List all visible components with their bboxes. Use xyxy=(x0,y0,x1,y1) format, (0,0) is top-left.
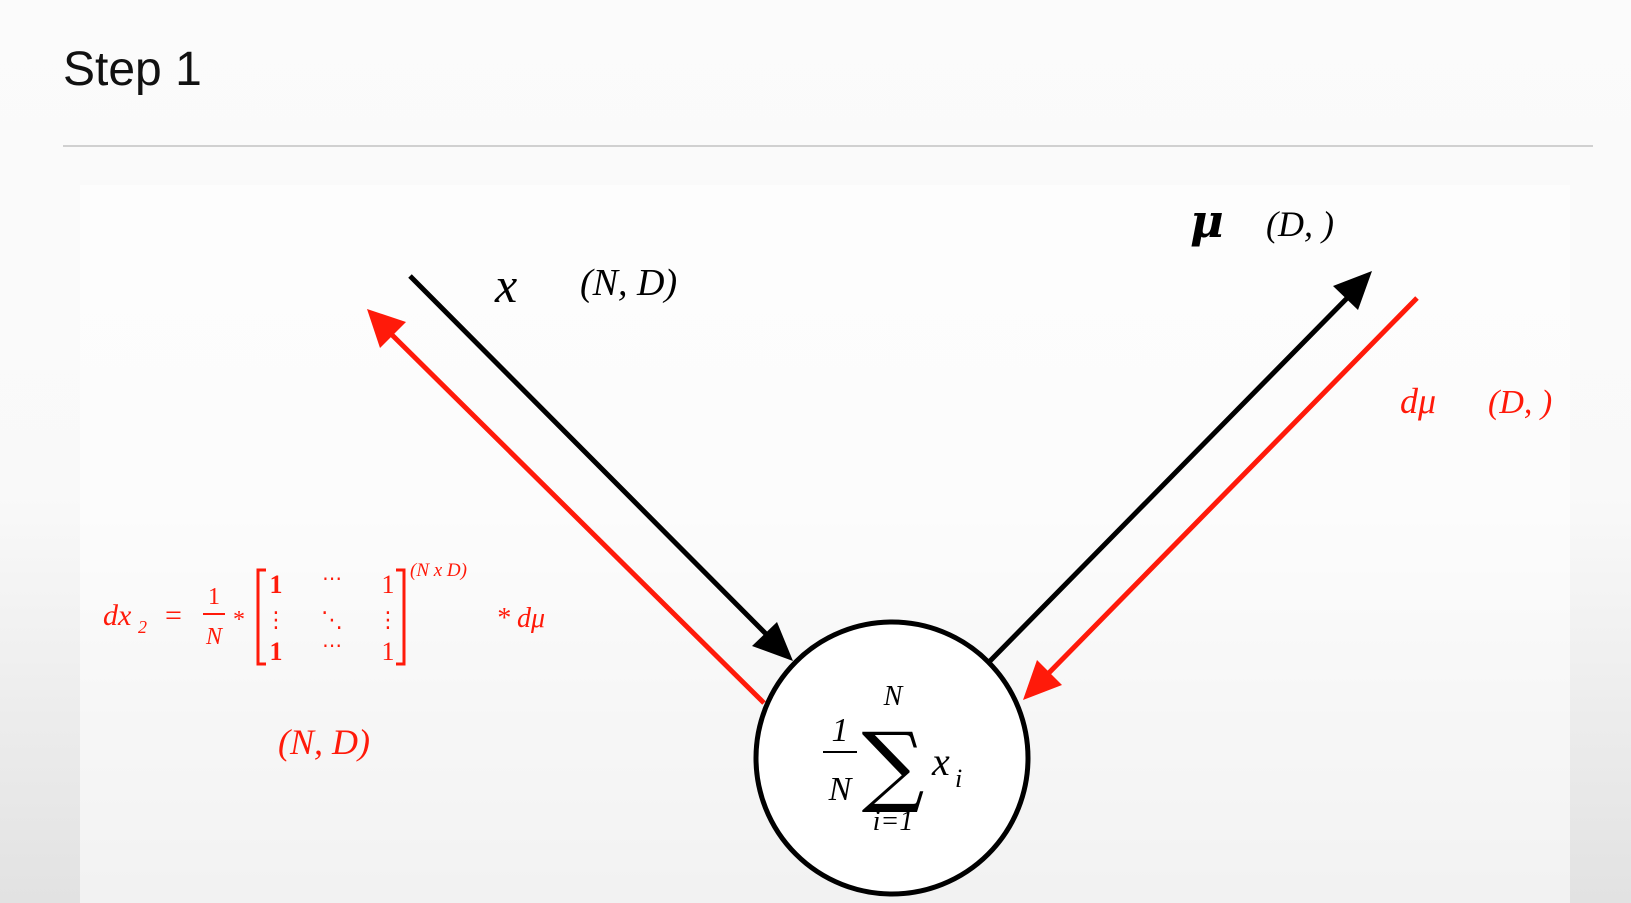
matrix-cell: ⋯ xyxy=(322,566,342,590)
node-term-base: x xyxy=(931,739,950,784)
grad-rhs: * dμ xyxy=(496,603,545,634)
matrix-cell: ⋮ xyxy=(265,608,287,633)
matrix-left-bracket xyxy=(256,568,266,666)
matrix-cell: 1 xyxy=(382,570,395,599)
grad-equals: = xyxy=(165,599,182,632)
backward-input-arrow xyxy=(367,309,766,705)
matrix-right-bracket xyxy=(396,568,406,666)
title-divider xyxy=(63,145,1593,147)
node-sum-symbol: ∑ xyxy=(862,713,925,816)
node-term-sub: i xyxy=(955,764,962,793)
grad-input-shape: (N, D) xyxy=(278,722,370,762)
input-shape: (N, D) xyxy=(580,262,677,304)
grad-times: * xyxy=(233,607,245,633)
slide-title: Step 1 xyxy=(63,43,202,96)
grad-input-formula: dx 2 = 1 N * 1 ⋯ 1 ⋮ ⋱ ⋮ 1 ⋯ 1 (N x D) *… xyxy=(103,560,545,762)
matrix-cell: ⋯ xyxy=(322,633,342,657)
matrix-exponent: (N x D) xyxy=(410,560,467,581)
grad-frac-numerator: 1 xyxy=(208,584,220,610)
node-sum-lower: i=1 xyxy=(873,806,914,837)
grad-frac-denominator: N xyxy=(205,624,224,650)
input-symbol: x xyxy=(494,257,517,313)
backward-output-arrow xyxy=(1023,296,1419,700)
matrix-cell: ⋱ xyxy=(321,608,343,633)
grad-lhs-base: dx xyxy=(103,599,132,632)
output-symbol: μ xyxy=(1190,194,1224,248)
operation-node xyxy=(753,619,1031,897)
forward-input-arrow xyxy=(408,274,793,661)
node-frac-denominator: N xyxy=(828,771,854,808)
grad-output-symbol: dμ xyxy=(1400,381,1436,421)
matrix-cell: 1 xyxy=(382,637,395,666)
grad-output-shape: (D, ) xyxy=(1488,384,1552,421)
node-frac-numerator: 1 xyxy=(832,712,849,749)
node-sum-upper: N xyxy=(883,681,904,712)
grad-lhs-sub: 2 xyxy=(138,617,147,637)
output-shape: (D, ) xyxy=(1266,204,1334,244)
matrix-cell: ⋮ xyxy=(377,608,399,633)
matrix-cell: 1 xyxy=(270,570,283,599)
matrix-cell: 1 xyxy=(270,637,283,666)
forward-output-arrow xyxy=(988,271,1372,663)
